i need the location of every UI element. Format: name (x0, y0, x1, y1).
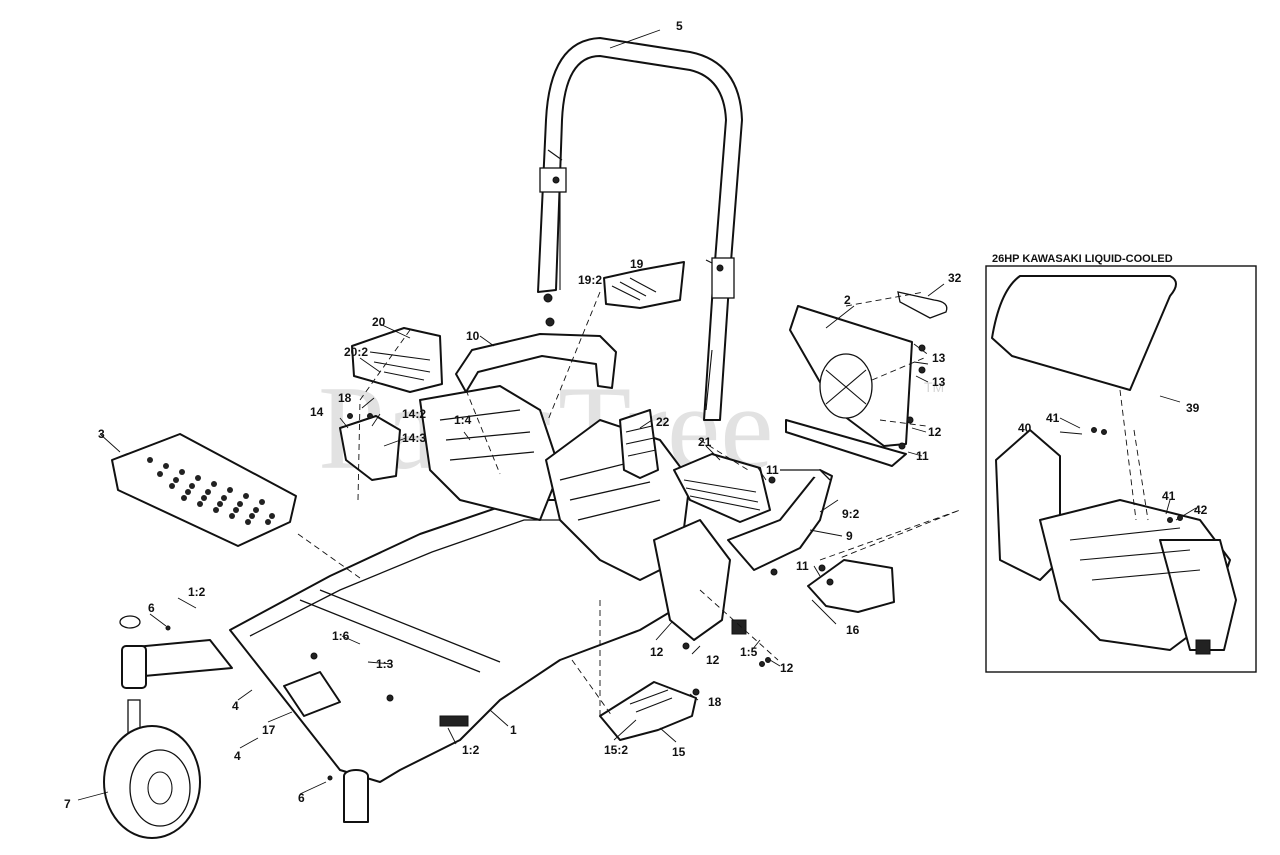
callout-22: 22 (656, 415, 670, 429)
callout-15: 15 (672, 745, 686, 759)
callout-19: 19 (630, 257, 644, 271)
part-32[interactable] (897, 291, 948, 319)
callout-20-2: 20:2 (344, 345, 368, 359)
callout-1-5: 1:5 (740, 645, 758, 659)
hardware (165, 344, 1183, 781)
callout-1: 1 (510, 723, 517, 737)
callout-16: 16 (846, 623, 860, 637)
bracket-9[interactable] (727, 469, 833, 571)
callout-10: 10 (466, 329, 480, 343)
callout-21: 21 (698, 435, 712, 449)
leader-lines (77, 29, 1197, 801)
bracket-12[interactable] (653, 519, 747, 641)
bracket-14[interactable] (339, 415, 401, 481)
callout-1-4: 1:4 (454, 413, 472, 427)
callout-11a: 11 (916, 449, 929, 463)
bracket-22[interactable] (619, 409, 659, 479)
callout-19-2: 19:2 (578, 273, 602, 287)
callout-1-2a: 1:2 (188, 585, 206, 599)
callout-42: 42 (1194, 503, 1208, 517)
plate-2[interactable] (785, 305, 913, 467)
callout-14-2: 14:2 (402, 407, 426, 421)
caster-wheel-7[interactable] (103, 615, 369, 839)
callout-18a: 18 (338, 391, 352, 405)
callout-5: 5 (676, 19, 683, 33)
rops-bar[interactable] (537, 37, 743, 421)
callout-9-2: 9:2 (842, 507, 860, 521)
bracket-19[interactable] (603, 261, 685, 309)
callout-15-2: 15:2 (604, 743, 628, 757)
shield-16[interactable] (807, 559, 895, 613)
callout-13a: 13 (932, 351, 946, 365)
callout-14-3: 14:3 (402, 431, 426, 445)
callout-41a: 41 (1046, 411, 1060, 425)
foot-plate-3[interactable] (111, 433, 297, 547)
inset-26hp-kawasaki: 26HP KAWASAKI LIQUID-COOLED (985, 253, 1257, 673)
callout-3: 3 (98, 427, 105, 441)
callout-13b: 13 (932, 375, 946, 389)
inset-title: 26HP KAWASAKI LIQUID-COOLED (992, 253, 1173, 265)
callout-11b: 11 (766, 463, 779, 477)
callout-32: 32 (948, 271, 962, 285)
callout-7: 7 (64, 797, 71, 811)
callout-18b: 18 (708, 695, 722, 709)
callout-1-2b: 1:2 (462, 743, 480, 757)
callout-41b: 41 (1162, 489, 1176, 503)
callout-14: 14 (310, 405, 324, 419)
callout-12d: 12 (780, 661, 794, 675)
bracket-21[interactable] (673, 453, 771, 523)
callout-1-6: 1:6 (332, 629, 350, 643)
callout-12c: 12 (706, 653, 720, 667)
callout-11c: 11 (796, 559, 809, 573)
callout-17: 17 (262, 723, 276, 737)
callout-2: 2 (844, 293, 851, 307)
callout-4a: 4 (232, 699, 239, 713)
callout-9: 9 (846, 529, 853, 543)
callout-39: 39 (1186, 401, 1200, 415)
watermark-trademark: TM (924, 379, 944, 395)
callout-4b: 4 (234, 749, 241, 763)
callout-12b: 12 (650, 645, 664, 659)
fender-10[interactable] (455, 333, 617, 393)
callout-40: 40 (1018, 421, 1032, 435)
callout-20: 20 (372, 315, 386, 329)
callout-6a: 6 (148, 601, 155, 615)
callout-6b: 6 (298, 791, 305, 805)
callout-12a: 12 (928, 425, 942, 439)
bracket-20[interactable] (351, 327, 443, 393)
callouts: 5 19 19:2 32 2 20 20:2 10 13 13 18 14 14… (64, 19, 1208, 811)
callout-1-3: 1:3 (376, 657, 394, 671)
panel-15[interactable] (599, 681, 697, 741)
